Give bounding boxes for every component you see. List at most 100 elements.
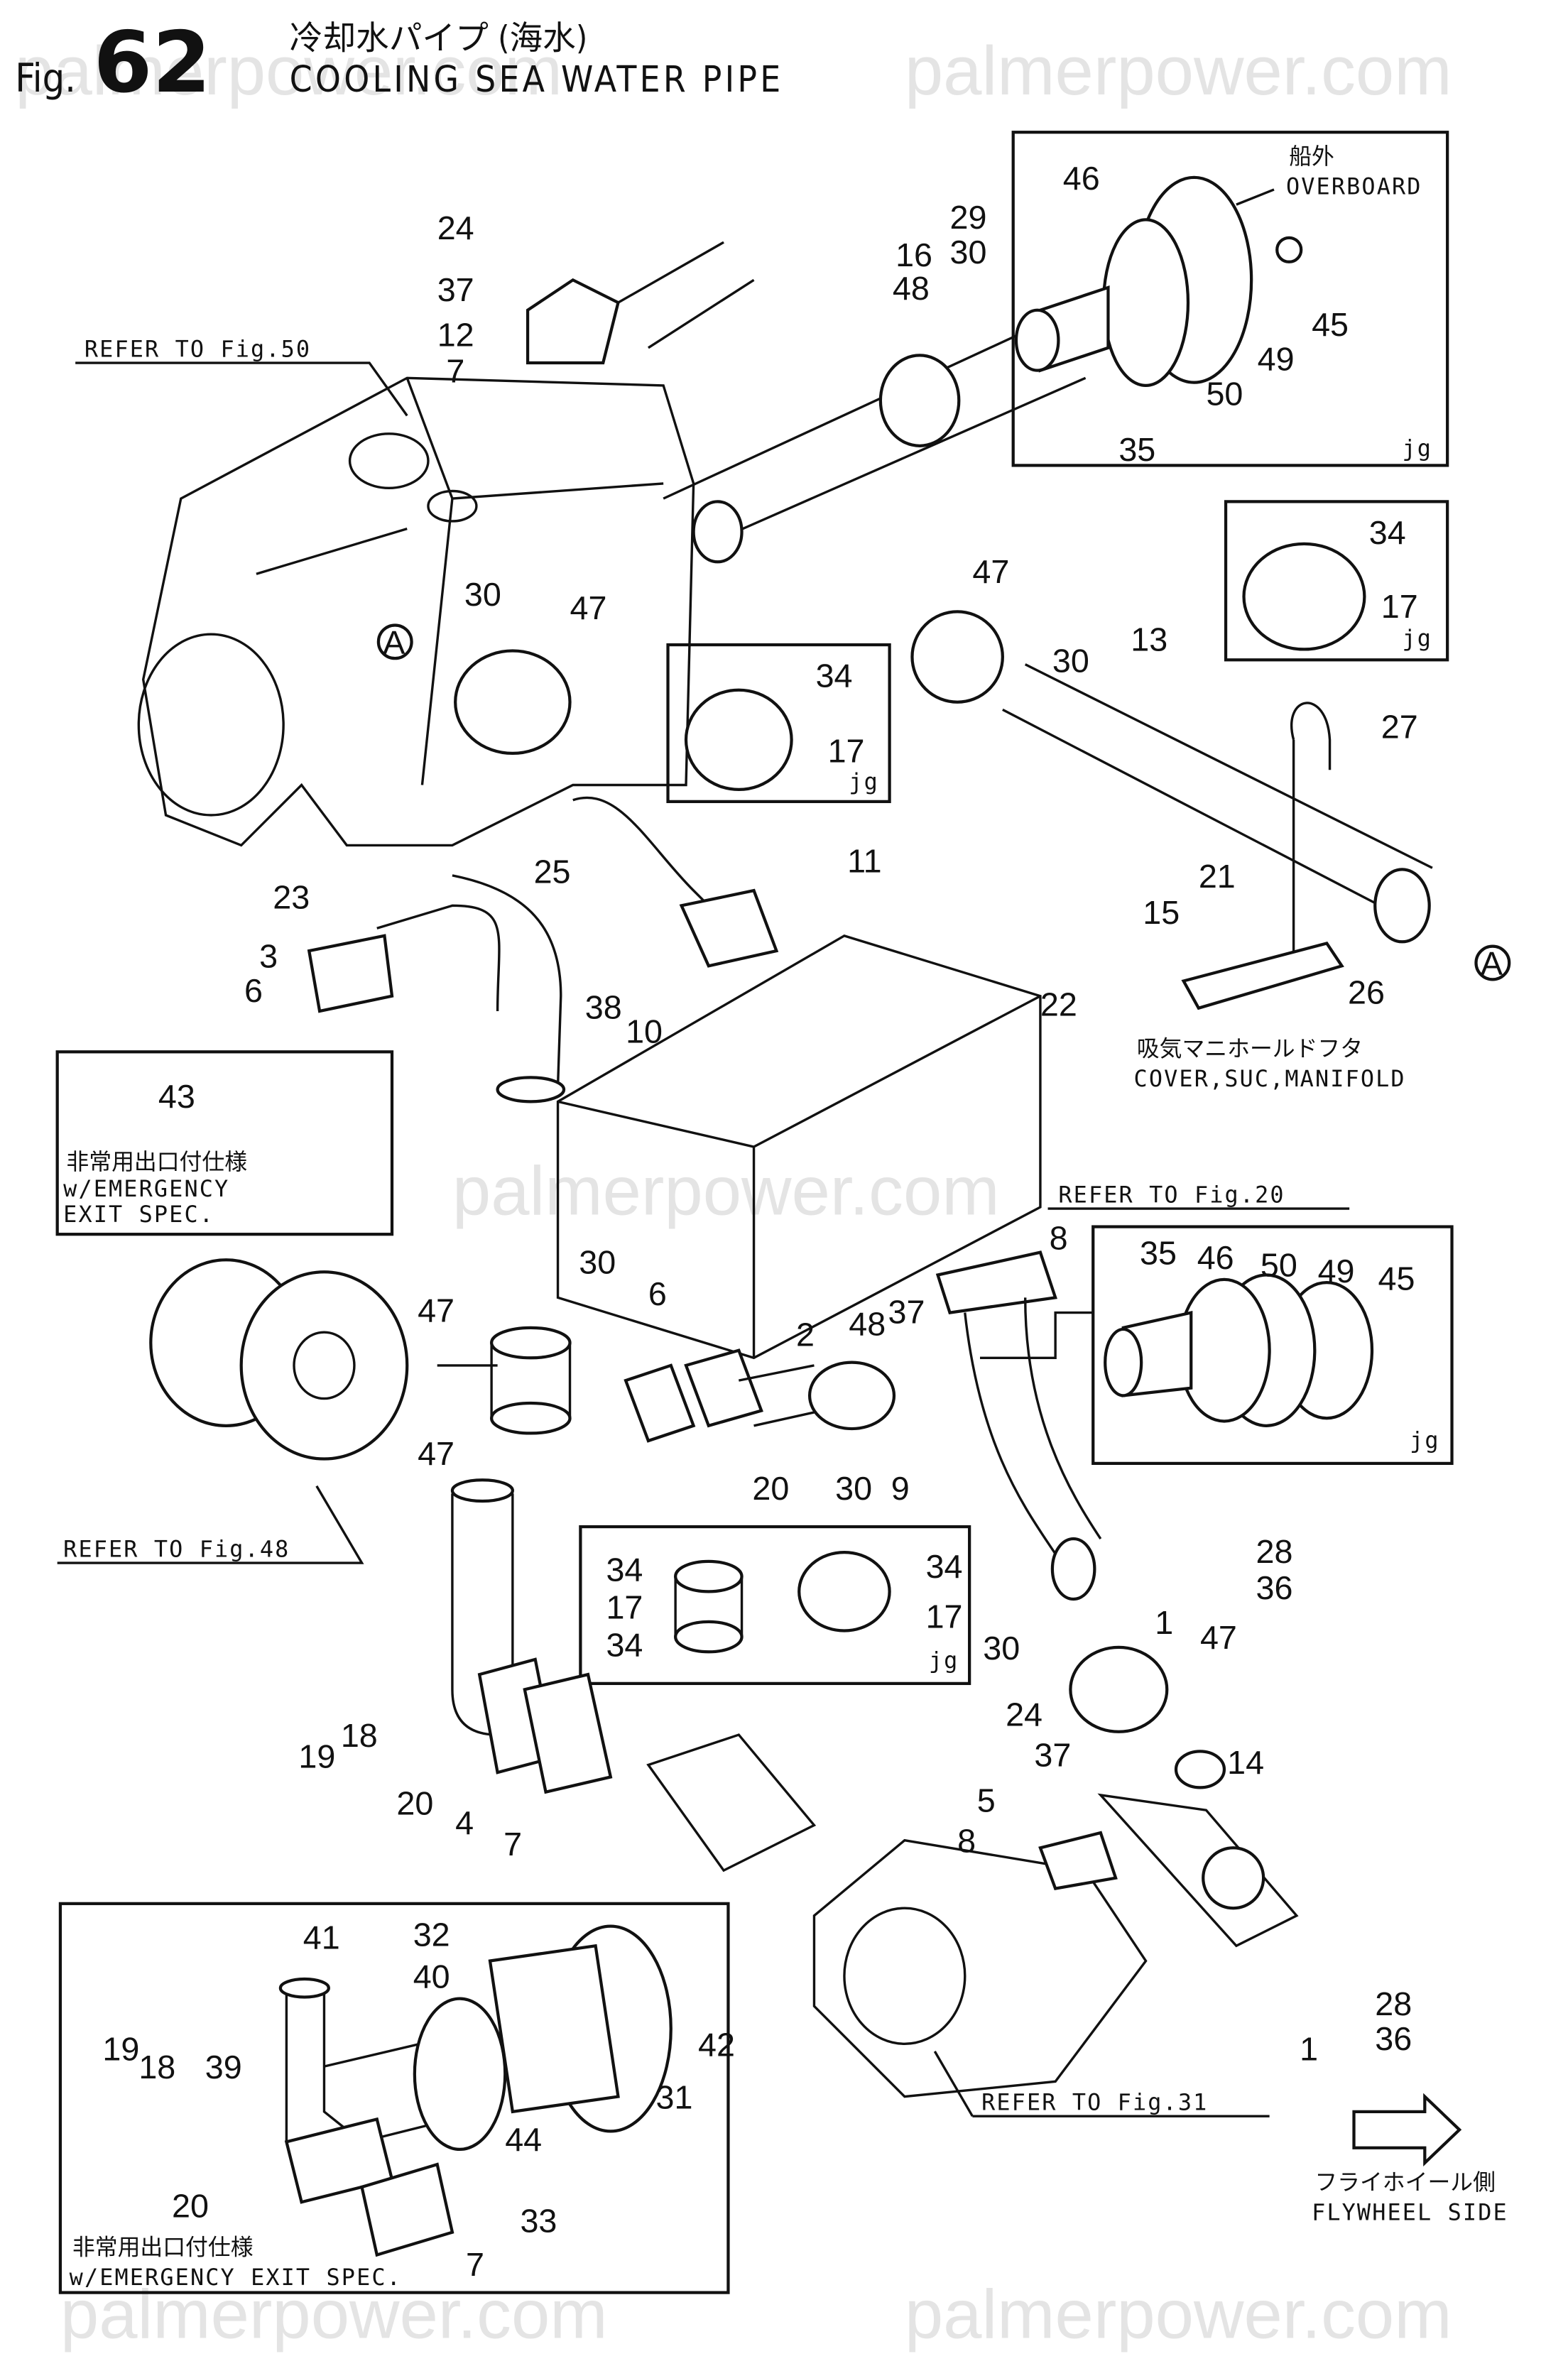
callout: 28 (1375, 1985, 1412, 2022)
jg-mark: jg (849, 768, 879, 795)
callout: 35 (1118, 431, 1155, 468)
callout: 40 (413, 1958, 450, 1995)
emergency-en-2: EXIT SPEC. (63, 1201, 214, 1228)
callout: 49 (1258, 341, 1295, 378)
ref-fig31: REFER TO Fig.31 (981, 2089, 1208, 2116)
marker-a: A (383, 624, 405, 661)
part-callouts: 24 37 12 7 16 48 29 30 46 50 49 45 35 30… (102, 160, 1417, 2283)
callout: 37 (437, 271, 474, 308)
callout: 1 (1300, 2031, 1318, 2068)
fig-number: 62 (94, 14, 211, 112)
callout: 48 (893, 270, 930, 307)
overboard-jp: 船外 (1289, 143, 1334, 170)
callout: 27 (1381, 709, 1418, 746)
callout: 24 (437, 209, 474, 246)
jg-mark: jg (1402, 435, 1432, 462)
callout: 26 (1348, 974, 1385, 1010)
callout: 22 (1040, 986, 1077, 1023)
emergency-jp: 非常用出口付仕様 (66, 1148, 247, 1175)
marker-a-circle (376, 623, 413, 660)
callout: 14 (1227, 1744, 1264, 1781)
callout: 17 (1381, 588, 1418, 625)
inset-overboard-2 (1091, 1225, 1454, 1466)
callout: 18 (138, 2049, 175, 2086)
callout: 7 (446, 353, 464, 390)
callout: 2 (796, 1316, 815, 1353)
callout: 34 (1369, 514, 1406, 551)
callout: 45 (1312, 306, 1349, 343)
callout: 6 (648, 1275, 667, 1312)
flywheel-jp: フライホイール側 (1314, 2169, 1496, 2196)
callout: 35 (1140, 1235, 1177, 1272)
notes: 船外 OVERBOARD 吸気マニホールドフタ COVER,SUC,MANIFO… (63, 143, 1511, 2291)
ref-fig48: REFER TO Fig.48 (63, 1536, 290, 1563)
callout: 10 (626, 1013, 663, 1050)
callout: 11 (847, 843, 881, 880)
cover-jp: 吸気マニホールドフタ (1137, 1035, 1363, 1062)
inset-clamp-a (1224, 500, 1449, 662)
callout: 46 (1063, 160, 1100, 197)
callout: 9 (891, 1470, 910, 1507)
watermark: palmerpower.com (15, 32, 562, 109)
callout: 34 (606, 1627, 643, 1664)
fig-prefix: Fig. (15, 56, 76, 102)
cover-en: COVER,SUC,MANIFOLD (1134, 1065, 1406, 1092)
callout: 47 (570, 589, 607, 626)
callout: 47 (1200, 1619, 1237, 1656)
callout: 38 (585, 989, 622, 1026)
callout: 42 (698, 2026, 735, 2063)
callout: 33 (520, 2203, 557, 2240)
emergency-en: w/EMERGENCY (63, 1175, 229, 1202)
inset-emergency-2 (58, 1902, 730, 2294)
callout: 17 (606, 1589, 643, 1626)
callout: 20 (396, 1785, 433, 1822)
callout: 20 (172, 2187, 209, 2224)
callout: 24 (1006, 1696, 1042, 1733)
callout: 34 (926, 1548, 963, 1585)
callout: 8 (1050, 1219, 1068, 1256)
callout: 17 (828, 733, 865, 770)
callout: 18 (341, 1717, 378, 1754)
drawing (137, 175, 1462, 2257)
ref-fig20: REFER TO Fig.20 (1058, 1182, 1285, 1209)
callout: 12 (437, 317, 474, 354)
callout: 47 (418, 1435, 454, 1472)
callout: 30 (464, 576, 501, 613)
callout: 36 (1256, 1569, 1293, 1606)
callout: 32 (413, 1916, 450, 1953)
callout: 23 (273, 879, 310, 916)
inset-clamp-b (666, 643, 891, 803)
watermark: palmerpower.com (905, 2275, 1452, 2353)
jg-mark: jg (1402, 625, 1432, 652)
callout: 30 (1052, 642, 1089, 679)
callout: 37 (888, 1293, 925, 1330)
callout: 29 (950, 199, 987, 236)
callout: 4 (455, 1804, 474, 1841)
callout: 3 (259, 937, 278, 974)
callout: 30 (983, 1630, 1020, 1667)
callout: 7 (503, 1826, 522, 1863)
callout: 28 (1256, 1533, 1293, 1570)
callout: 48 (849, 1305, 886, 1342)
callout: 1 (1155, 1604, 1173, 1641)
callout: 43 (158, 1078, 195, 1115)
callout: 5 (977, 1782, 996, 1819)
callout: 37 (1034, 1737, 1071, 1774)
reference-labels: REFER TO Fig.50 REFER TO Fig.20 REFER TO… (57, 336, 1350, 2117)
title-jp: 冷却水パイプ (海水) (290, 19, 588, 58)
jg-mark: jg (1410, 1427, 1440, 1454)
title-en: COOLING SEA WATER PIPE (290, 59, 784, 101)
inset-emergency (55, 1050, 394, 1236)
marker-a-circle (1474, 944, 1511, 981)
callout: 7 (466, 2246, 484, 2283)
callout: 21 (1199, 858, 1236, 895)
flywheel-en: FLYWHEEL SIDE (1312, 2199, 1508, 2226)
callout: 20 (752, 1470, 789, 1507)
callout: 36 (1375, 2020, 1412, 2057)
ref-fig50: REFER TO Fig.50 (85, 336, 311, 363)
callout: 47 (418, 1292, 454, 1329)
watermark: palmerpower.com (60, 2275, 608, 2353)
callout: 39 (205, 2049, 242, 2086)
callout: 46 (1197, 1239, 1234, 1276)
